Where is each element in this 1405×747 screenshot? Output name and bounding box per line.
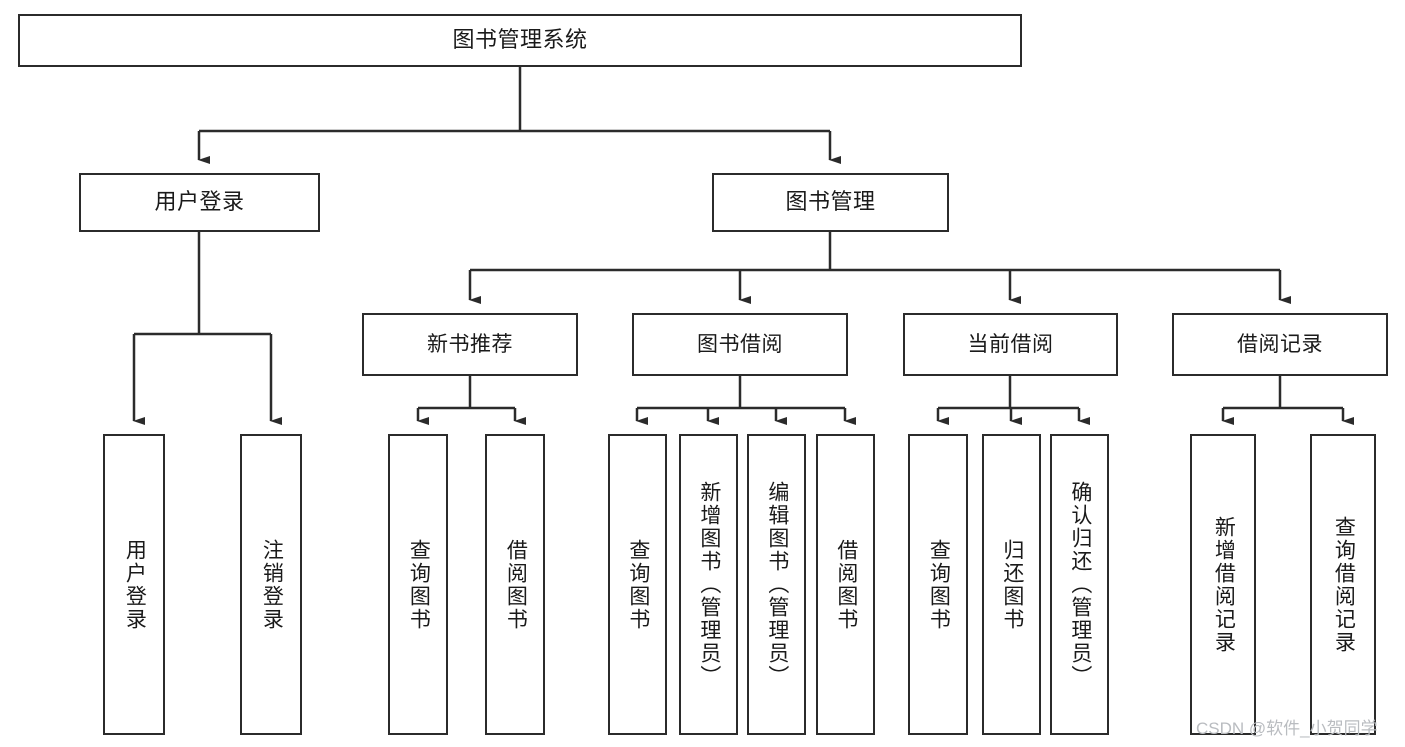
node-leaf-confirm-return-admin-label: 确认归还（管理员） xyxy=(1068,481,1092,688)
node-leaf-add-book-admin[interactable]: 新增图书（管理员） xyxy=(679,434,738,735)
node-leaf-query-books-recommendation-label: 查询图书 xyxy=(407,538,431,631)
node-leaf-query-books-borrow-label: 查询图书 xyxy=(626,538,650,631)
node-leaf-logout[interactable]: 注销登录 xyxy=(240,434,302,735)
node-leaf-user-login[interactable]: 用户登录 xyxy=(103,434,165,735)
node-leaf-borrow-book-label: 借阅图书 xyxy=(834,538,858,631)
node-leaf-add-borrow-record-label: 新增借阅记录 xyxy=(1212,515,1236,654)
node-current-borrowing-label: 当前借阅 xyxy=(967,332,1054,356)
node-leaf-edit-book-admin[interactable]: 编辑图书（管理员） xyxy=(747,434,806,735)
node-leaf-query-books-borrow[interactable]: 查询图书 xyxy=(608,434,667,735)
node-new-book-recommendation-label: 新书推荐 xyxy=(427,332,513,356)
node-leaf-borrow-books-recommendation[interactable]: 借阅图书 xyxy=(485,434,545,735)
node-user-login[interactable]: 用户登录 xyxy=(79,173,320,232)
node-current-borrowing[interactable]: 当前借阅 xyxy=(903,313,1118,376)
node-leaf-query-books-current[interactable]: 查询图书 xyxy=(908,434,968,735)
node-leaf-query-borrow-record-label: 查询借阅记录 xyxy=(1332,515,1356,654)
node-borrowing-record-label: 借阅记录 xyxy=(1237,332,1323,356)
node-user-login-label: 用户登录 xyxy=(154,189,245,215)
node-leaf-user-login-label: 用户登录 xyxy=(123,538,147,631)
node-leaf-add-book-admin-label: 新增图书（管理员） xyxy=(697,481,721,688)
node-borrowing-record[interactable]: 借阅记录 xyxy=(1172,313,1388,376)
node-leaf-logout-label: 注销登录 xyxy=(260,538,284,631)
node-leaf-edit-book-admin-label: 编辑图书（管理员） xyxy=(765,481,789,688)
node-leaf-query-borrow-record[interactable]: 查询借阅记录 xyxy=(1310,434,1376,735)
node-leaf-return-book-label: 归还图书 xyxy=(1000,538,1024,631)
node-book-borrowing[interactable]: 图书借阅 xyxy=(632,313,848,376)
node-leaf-confirm-return-admin[interactable]: 确认归还（管理员） xyxy=(1050,434,1109,735)
node-book-borrowing-label: 图书借阅 xyxy=(697,332,783,356)
node-leaf-return-book[interactable]: 归还图书 xyxy=(982,434,1041,735)
node-root-label: 图书管理系统 xyxy=(452,27,588,53)
node-book-management-label: 图书管理 xyxy=(785,189,876,215)
node-leaf-borrow-books-recommendation-label: 借阅图书 xyxy=(504,538,528,631)
node-leaf-borrow-book[interactable]: 借阅图书 xyxy=(816,434,875,735)
node-leaf-query-books-current-label: 查询图书 xyxy=(927,538,951,631)
node-root[interactable]: 图书管理系统 xyxy=(18,14,1022,67)
node-leaf-query-books-recommendation[interactable]: 查询图书 xyxy=(388,434,448,735)
node-new-book-recommendation[interactable]: 新书推荐 xyxy=(362,313,578,376)
node-leaf-add-borrow-record[interactable]: 新增借阅记录 xyxy=(1190,434,1256,735)
node-book-management[interactable]: 图书管理 xyxy=(712,173,949,232)
csdn-watermark: CSDN @软件_小贺同学 xyxy=(1196,719,1378,738)
